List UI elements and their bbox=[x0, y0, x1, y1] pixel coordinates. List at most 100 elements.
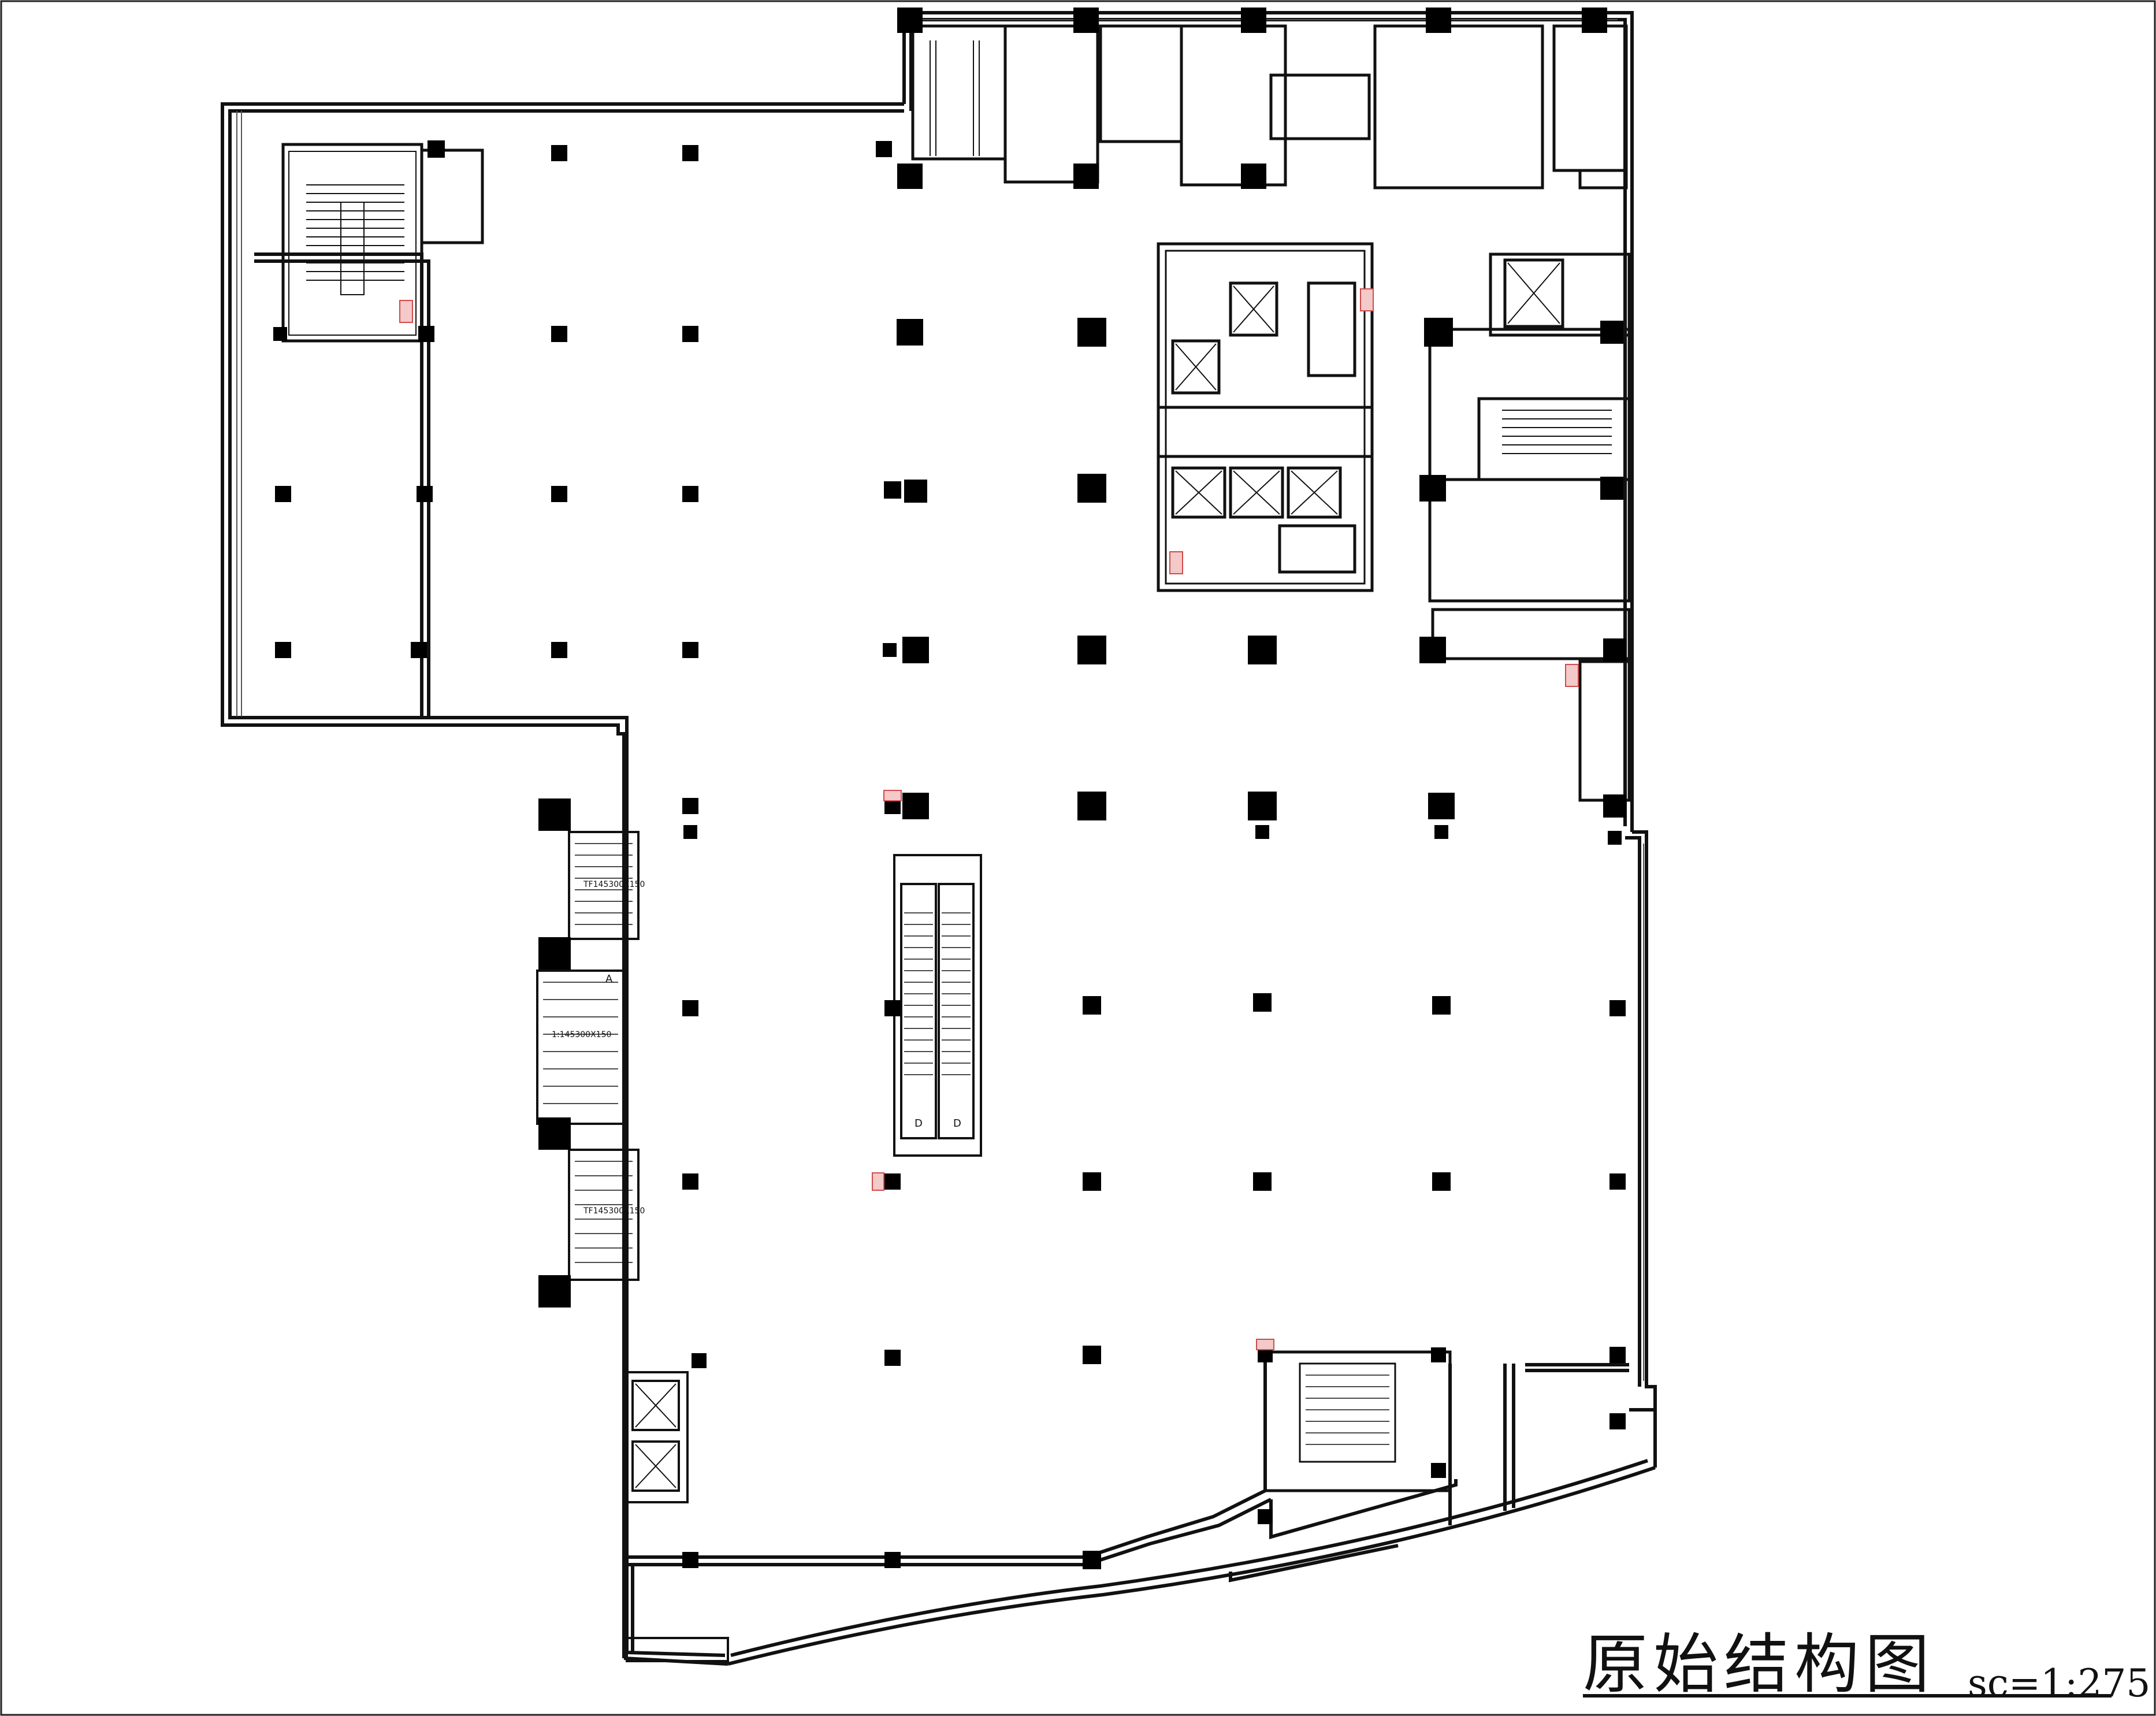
column bbox=[1077, 318, 1106, 347]
structural-columns bbox=[273, 8, 1626, 1569]
stair-note-3: TF145300X150 bbox=[583, 1206, 645, 1216]
column bbox=[884, 1000, 901, 1016]
column bbox=[904, 480, 927, 503]
title-underline bbox=[1583, 1694, 2112, 1698]
column bbox=[538, 1275, 571, 1308]
column bbox=[1432, 996, 1451, 1015]
column bbox=[1073, 164, 1099, 189]
column bbox=[682, 642, 698, 658]
nw-stair-core bbox=[281, 143, 484, 343]
shaft-hatches bbox=[399, 288, 1579, 1350]
column bbox=[1600, 477, 1623, 500]
column bbox=[1609, 1347, 1626, 1363]
column bbox=[1258, 1509, 1273, 1524]
sw-slab bbox=[626, 1637, 729, 1662]
column bbox=[1603, 638, 1626, 662]
column bbox=[1609, 1000, 1626, 1016]
south-stair-core bbox=[1263, 1350, 1452, 1492]
column bbox=[1083, 1172, 1101, 1191]
column bbox=[538, 798, 571, 831]
west-stairs bbox=[536, 831, 640, 1281]
glazing bbox=[236, 19, 1644, 1381]
column bbox=[682, 326, 698, 342]
column bbox=[418, 326, 434, 342]
column bbox=[1241, 8, 1266, 33]
column bbox=[1419, 637, 1446, 663]
escalator-label-d2: D bbox=[953, 1117, 961, 1130]
column bbox=[1582, 8, 1607, 33]
column bbox=[1432, 1172, 1451, 1191]
column bbox=[902, 637, 929, 663]
column bbox=[682, 145, 698, 161]
column bbox=[1608, 831, 1622, 845]
column bbox=[884, 1350, 901, 1366]
central-core bbox=[1157, 242, 1374, 592]
column bbox=[692, 1353, 707, 1368]
column bbox=[1431, 1463, 1446, 1478]
column bbox=[551, 145, 567, 161]
column bbox=[551, 642, 567, 658]
column bbox=[683, 825, 697, 839]
column bbox=[1073, 8, 1099, 33]
escalator-label-a: A bbox=[605, 973, 613, 985]
column bbox=[1241, 164, 1266, 189]
column bbox=[1077, 474, 1106, 503]
column bbox=[417, 486, 433, 502]
column bbox=[1083, 1551, 1101, 1569]
drawing-title: 原始结构图 bbox=[1583, 1627, 1935, 1702]
column bbox=[275, 486, 291, 502]
drawing-title-block: 原始结构图 sc=1:275 bbox=[1583, 1612, 2150, 1706]
column bbox=[876, 141, 892, 157]
column bbox=[275, 642, 291, 658]
column bbox=[1253, 1172, 1272, 1191]
column bbox=[1077, 636, 1106, 664]
column bbox=[682, 798, 698, 814]
column bbox=[682, 1552, 698, 1568]
column bbox=[1248, 792, 1277, 820]
column bbox=[897, 8, 923, 33]
stair-note-1: TF145300X150 bbox=[583, 880, 645, 889]
column bbox=[682, 486, 698, 502]
column bbox=[551, 486, 567, 502]
column bbox=[1424, 318, 1453, 347]
outer-walls bbox=[221, 11, 1657, 1666]
column bbox=[1428, 793, 1455, 819]
column bbox=[551, 326, 567, 342]
column bbox=[884, 1552, 901, 1568]
column bbox=[1077, 792, 1106, 820]
plan-labels: A D D TF145300X150 1:145300X150 TF145300… bbox=[552, 880, 961, 1216]
column bbox=[884, 1173, 901, 1190]
column bbox=[1431, 1347, 1446, 1362]
column bbox=[538, 1117, 571, 1150]
column bbox=[884, 481, 901, 499]
column bbox=[538, 937, 571, 970]
column bbox=[897, 164, 923, 189]
column bbox=[1603, 794, 1626, 818]
stair-note-2: 1:145300X150 bbox=[552, 1030, 611, 1039]
column bbox=[682, 1000, 698, 1016]
escalator-label-d1: D bbox=[915, 1117, 923, 1130]
column bbox=[1434, 825, 1448, 839]
column bbox=[1600, 321, 1623, 344]
column bbox=[1253, 993, 1272, 1012]
column bbox=[411, 642, 427, 658]
column bbox=[1083, 1346, 1101, 1364]
east-core bbox=[1428, 252, 1631, 802]
column bbox=[428, 140, 445, 158]
column bbox=[1419, 475, 1446, 502]
column bbox=[1609, 1173, 1626, 1190]
column bbox=[1609, 1413, 1626, 1429]
drawing-scale: sc=1:275 bbox=[1968, 1661, 2151, 1706]
column bbox=[902, 793, 929, 819]
column bbox=[1248, 636, 1277, 664]
sw-elevators bbox=[626, 1371, 689, 1503]
column bbox=[897, 319, 923, 346]
column bbox=[1426, 8, 1451, 33]
column bbox=[883, 643, 897, 657]
column bbox=[1255, 825, 1269, 839]
column bbox=[682, 1173, 698, 1190]
column bbox=[273, 327, 287, 341]
column bbox=[1083, 996, 1101, 1015]
